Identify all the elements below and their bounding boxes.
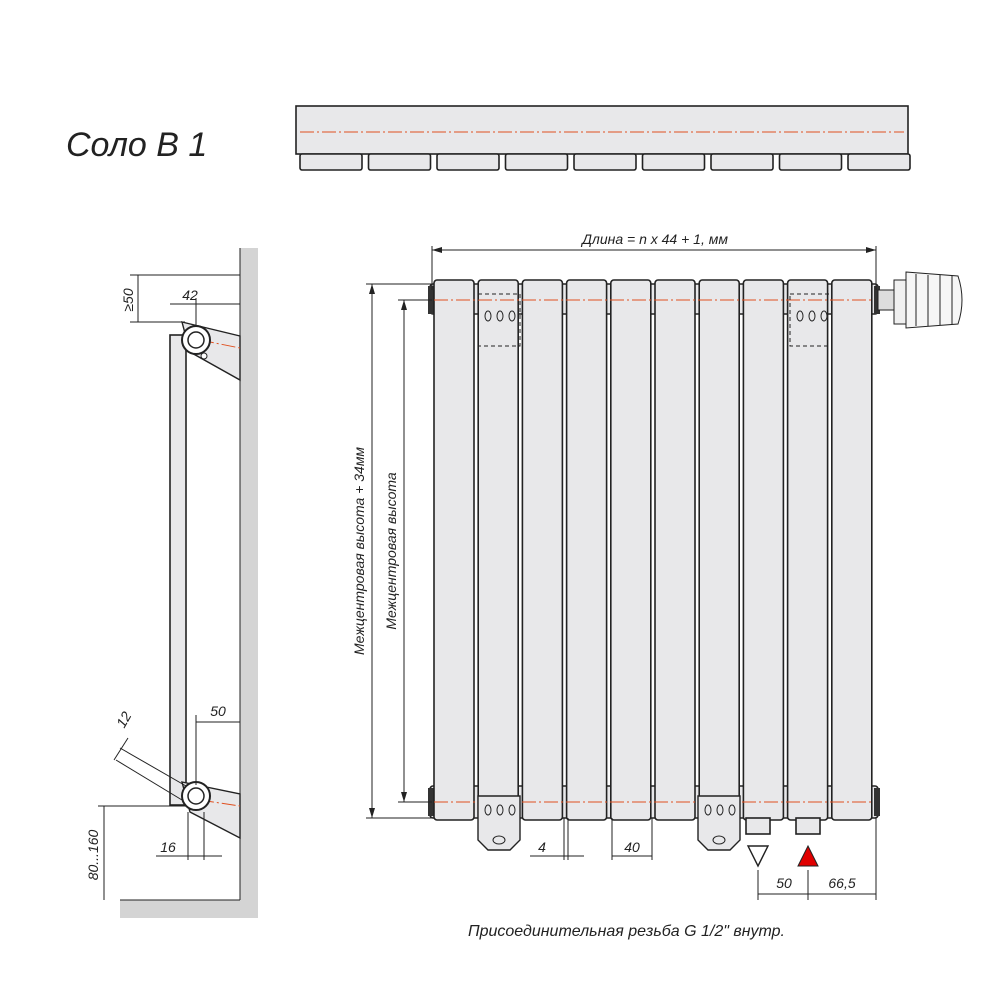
dim-80-160: 80...160 — [85, 805, 186, 900]
radiator-section — [698, 279, 741, 821]
dim-height-label: Межцентровая высота — [383, 472, 399, 630]
top-view-tab — [710, 153, 774, 171]
model-title: Соло В 1 — [66, 126, 207, 164]
dim-height-plus: Межцентровая высота + 34мм — [351, 283, 432, 819]
dim-42: 42 — [170, 287, 240, 326]
dim-42-label: 42 — [182, 287, 198, 303]
dim-80-160-label: 80...160 — [85, 829, 101, 880]
top-view-tab — [641, 153, 706, 171]
radiator-section — [521, 279, 564, 821]
top-view-tab — [367, 153, 432, 171]
thread-note: Присоединительная резьба G 1/2" внутр. — [468, 923, 785, 940]
dim-side-50: 50 — [195, 703, 240, 785]
top-view-tab — [573, 153, 637, 171]
dim-pipe-66-5-label: 66,5 — [828, 875, 855, 891]
return-pipe — [745, 817, 771, 835]
dim-gap-4-label: 4 — [538, 839, 546, 855]
wall — [240, 248, 258, 918]
top-view-body — [295, 105, 909, 155]
supply-arrow-icon — [797, 844, 819, 867]
radiator-section — [609, 279, 652, 821]
dim-pipe-50-label: 50 — [776, 875, 792, 891]
radiator-section — [786, 279, 829, 821]
radiator-sections — [433, 279, 873, 821]
supply-pipe — [795, 817, 821, 835]
dim-section-40: 40 — [611, 818, 653, 860]
radiator-section — [565, 279, 608, 821]
top-view-section-tabs — [299, 153, 911, 171]
dim-side-50-label: 50 — [210, 703, 226, 719]
front-top-bracket-left — [477, 293, 521, 347]
top-valve-screw — [200, 352, 208, 360]
dim-section-40-label: 40 — [624, 839, 640, 855]
floor — [120, 900, 258, 918]
dim-min-top-label: ≥50 — [120, 288, 136, 311]
dim-12-label: 12 — [113, 709, 135, 731]
return-arrow-icon — [746, 845, 770, 868]
side-view: ≥50 42 12 50 16 — [85, 248, 258, 918]
bottom-right-cap — [874, 788, 880, 816]
front-view: Длина = n x 44 + 1, мм Межцентровая высо… — [351, 231, 963, 940]
dim-min-top: ≥50 — [120, 274, 240, 323]
radiator-section — [654, 279, 696, 821]
dim-16-label: 16 — [160, 839, 176, 855]
radiator-section — [742, 279, 785, 821]
front-top-bracket-right — [789, 293, 833, 347]
dim-height: Межцентровая высота — [383, 299, 432, 803]
thermostat-icon — [877, 271, 963, 329]
dim-pipe-spacing: 50 66,5 — [757, 818, 877, 900]
dim-16: 16 — [156, 812, 222, 860]
side-profile-body — [169, 334, 187, 806]
front-bottom-bracket-right — [697, 795, 741, 851]
top-right-cap — [874, 286, 880, 314]
front-bottom-bracket-left — [477, 795, 521, 851]
dim-length: Длина = n x 44 + 1, мм — [431, 231, 877, 290]
top-view-tab — [778, 153, 843, 171]
top-view — [295, 105, 911, 171]
top-valve-inner — [187, 331, 205, 349]
top-view-tab — [504, 153, 569, 171]
dim-gap-4: 4 — [530, 818, 584, 860]
dim-height-plus-label: Межцентровая высота + 34мм — [351, 447, 367, 655]
radiator-section — [477, 279, 520, 821]
radiator-section — [433, 279, 475, 821]
top-view-tab — [847, 153, 911, 171]
bottom-valve-inner — [187, 787, 205, 805]
radiator-section — [830, 279, 873, 821]
dim-length-label: Длина = n x 44 + 1, мм — [580, 231, 728, 247]
top-view-tab — [436, 153, 500, 171]
dim-12: 12 — [113, 709, 187, 801]
top-view-tab — [299, 153, 363, 171]
